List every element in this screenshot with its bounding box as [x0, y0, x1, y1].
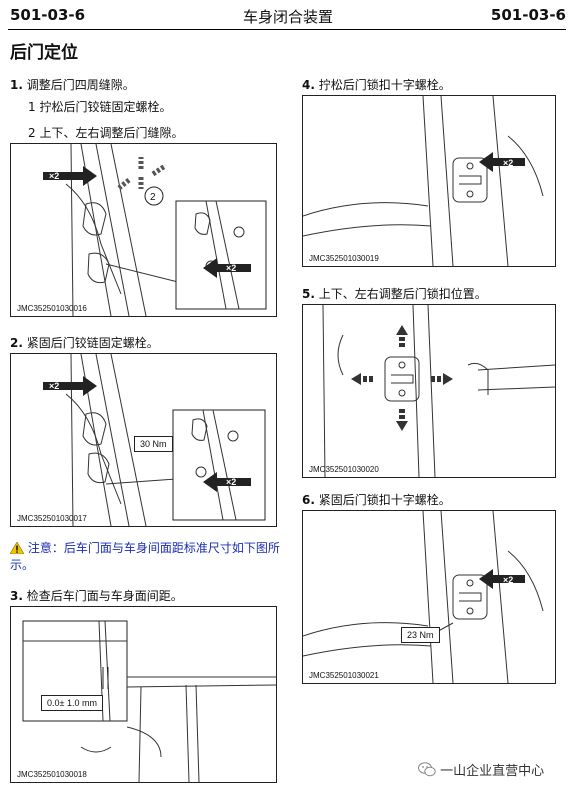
section-code-right: 501-03-6: [490, 6, 566, 24]
step-1-sub-2: 2 上下、左右调整后门缝隙。: [28, 126, 184, 140]
figure-code: JMC352501030017: [17, 514, 87, 523]
step-text: 紧固后门铰链固定螺栓。: [26, 336, 159, 350]
figure-code: JMC352501030018: [17, 770, 87, 779]
section-code-left: 501-03-6: [10, 6, 86, 24]
figure-gap-check: 0.0± 1.0 mm JMC352501030018: [10, 606, 277, 783]
step-2: 2. 紧固后门铰链固定螺栓。: [10, 334, 159, 351]
torque-callout: 23 Nm: [401, 627, 440, 643]
footer-watermark: 一山企业直营中心: [418, 760, 544, 779]
step-1-sub-1: 1 拧松后门铰链固定螺栓。: [28, 100, 172, 114]
step-text: 上下、左右调整后门锁扣位置。: [318, 287, 487, 301]
note-text: 后车门面与车身间面距标准尺寸如下图所示。: [10, 541, 280, 572]
step-text: 调整后门四周缝隙。: [26, 78, 135, 92]
quantity-tag: ×2: [226, 263, 236, 273]
step-number: 3.: [10, 589, 23, 603]
caution-note: 注意：后车门面与车身间面距标准尺寸如下图所示。: [10, 540, 280, 574]
step-4: 4. 拧松后门锁扣十字螺栓。: [302, 76, 451, 93]
step-callout-number: 2: [150, 192, 156, 203]
striker-illustration: ×2: [303, 96, 544, 266]
step-number: 1.: [10, 78, 23, 92]
figure-striker-adjust: JMC352501030020: [302, 304, 556, 478]
wechat-icon: [418, 762, 436, 777]
step-text: 拧松后门锁扣十字螺栓。: [318, 78, 451, 92]
quantity-tag: ×2: [49, 381, 59, 391]
step-number: 4.: [302, 78, 315, 92]
figure-striker-loosen: ×2 JMC352501030019: [302, 95, 556, 267]
hinge-illustration: ×2 ×2: [43, 354, 266, 526]
quantity-tag: ×2: [503, 575, 513, 585]
hinge-illustration: ×2 ×2 2: [43, 144, 267, 316]
arrow-icon: [43, 166, 97, 186]
step-number: 6.: [302, 493, 315, 507]
section-title: 车身闭合装置: [242, 8, 333, 26]
header-divider: [8, 29, 566, 30]
note-label: 注意：: [27, 541, 64, 555]
arrow-icon: [479, 152, 525, 172]
quantity-tag: ×2: [49, 171, 59, 181]
step-number: 2.: [10, 336, 23, 350]
figure-hinge-tighten: ×2 ×2 30 Nm JMC352501030017: [10, 353, 277, 527]
striker-illustration: ×2: [303, 511, 544, 683]
figure-hinge-adjust: ×2 ×2 2 JMC352501030016: [10, 143, 277, 317]
torque-callout: 30 Nm: [134, 436, 173, 452]
page-title: 后门定位: [10, 43, 78, 63]
arrow-icon: [479, 569, 525, 589]
figure-striker-tighten: ×2 23 Nm JMC352501030021: [302, 510, 556, 684]
footer-text: 一山企业直营中心: [440, 764, 545, 779]
step-3: 3. 检查后车门面与车身面间距。: [10, 587, 183, 604]
step-number: 5.: [302, 287, 315, 301]
step-5: 5. 上下、左右调整后门锁扣位置。: [302, 285, 487, 302]
page-header: 501-03-6 车身闭合装置 501-03-6: [0, 0, 576, 30]
step-text: 紧固后门锁扣十字螺栓。: [318, 493, 451, 507]
figure-code: JMC352501030019: [309, 254, 379, 263]
step-6: 6. 紧固后门锁扣十字螺栓。: [302, 491, 451, 508]
arrow-icon: [43, 376, 97, 396]
step-1: 1. 调整后门四周缝隙。: [10, 76, 135, 93]
warning-triangle-icon: [10, 542, 24, 554]
quantity-tag: ×2: [226, 477, 236, 487]
quantity-tag: ×2: [503, 158, 513, 168]
measurement-callout: 0.0± 1.0 mm: [41, 695, 103, 711]
arrow-icon: [203, 472, 251, 492]
figure-code: JMC352501030020: [309, 465, 379, 474]
step-text: 检查后车门面与车身面间距。: [26, 589, 183, 603]
striker-illustration: [322, 305, 555, 477]
figure-code: JMC352501030016: [17, 304, 87, 313]
figure-code: JMC352501030021: [309, 671, 379, 680]
arrow-icon: [203, 258, 251, 278]
